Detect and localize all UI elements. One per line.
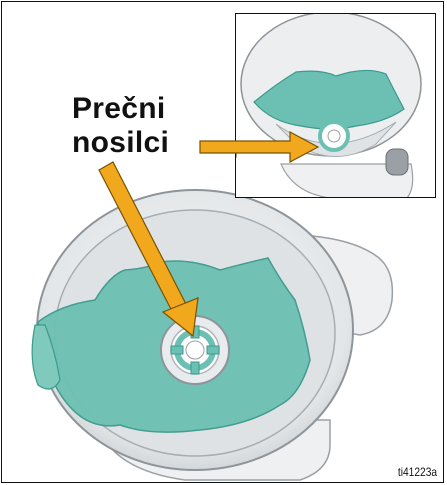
inset-knob [386,149,408,175]
callout-line-2: nosilci [72,126,202,160]
callout-label: Prečni nosilci [72,92,202,160]
callout-line-1: Prečni [72,92,202,126]
inset-hopper-drawing [236,14,436,198]
inset-view [235,13,436,198]
figure-id: ti41223a [398,465,437,479]
